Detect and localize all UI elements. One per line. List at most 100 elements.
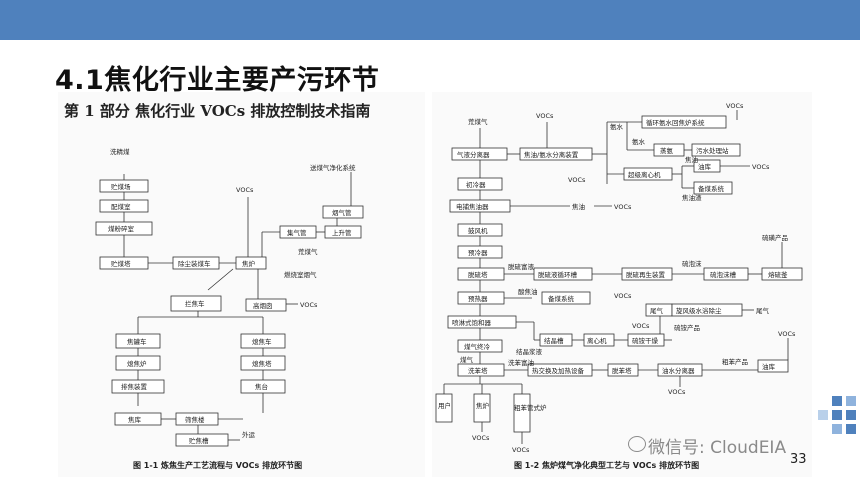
- label-coal-tower: 贮煤塔: [111, 259, 131, 268]
- box-gas-liquid-sep: [451, 147, 508, 161]
- label-circ-ammonia: 循环氨水回焦炉系统: [646, 118, 705, 127]
- box-coke-wharf: [240, 379, 286, 394]
- label-dryer: 硫铵干燥: [632, 336, 659, 345]
- label-sulfur-prod: 硫磺产品: [762, 233, 788, 242]
- box-final-cooler: [457, 339, 503, 353]
- label-desulf-circ: 脱硫液循环槽: [538, 270, 578, 279]
- figure-2-panel: 荒煤气 气液分离器 焦油/氨水分离装置 氨水 循环氨水回焦炉系统 VOCs VO…: [432, 92, 812, 477]
- slide-title: 4.1焦化行业主要产污环节: [55, 65, 380, 96]
- box-pre-ammonia: [457, 291, 505, 305]
- label-riser: 上升管: [332, 228, 352, 237]
- label-coke-oven: 焦炉: [242, 259, 256, 268]
- box-steam-ammonia: [653, 143, 685, 157]
- label-tail-gas: 尾气: [650, 306, 664, 315]
- label-debenzol: 脱苯塔: [612, 366, 632, 375]
- box-desulf-circ: [533, 267, 593, 281]
- label-blending-sys2: 备煤系统: [548, 294, 575, 303]
- label-rich-oil: 洗苯富油: [508, 358, 534, 367]
- box-debenzol: [607, 363, 639, 377]
- label-crushing: 煤粉碎室: [108, 224, 135, 233]
- top-banner: [0, 0, 860, 40]
- box-coke-car: [115, 333, 161, 349]
- box-circ-ammonia: [641, 115, 727, 129]
- label-ammonium-prod: 硫铵产品: [674, 323, 700, 332]
- deco-square: [846, 396, 856, 406]
- box-desulf-tower: [457, 267, 505, 281]
- label-voc-f: VOCs: [778, 330, 796, 338]
- label-crystal-tank: 结晶槽: [544, 336, 564, 345]
- box-saturator: [447, 315, 517, 329]
- label-dust-car: 除尘装煤车: [178, 259, 211, 268]
- box-desulf-regen: [621, 267, 673, 281]
- label-voc-a: VOCs: [536, 112, 554, 120]
- box-coal-tower: [99, 256, 149, 270]
- label-crude-benzol-pipe: 粗苯管式炉: [514, 403, 547, 412]
- label-sulfur-foam: 硫泡沫: [682, 259, 702, 268]
- box-dry-quench: [115, 355, 161, 371]
- label-primary-cooler: 初冷器: [466, 180, 486, 189]
- box-blending-sys2: [541, 291, 591, 305]
- box-oil-store: [693, 159, 721, 173]
- label-oil-store: 油库: [698, 162, 712, 171]
- label-oil-water-sep: 油水分离器: [662, 366, 695, 375]
- box-pusher: [170, 295, 222, 312]
- figure-1-caption: 图 1-1 炼焦生产工艺流程与 VOCs 排放环节图: [133, 460, 302, 470]
- box-exhaust: [111, 379, 165, 394]
- label-coke-car2: 熄焦车: [252, 337, 272, 346]
- deco-square: [846, 410, 856, 420]
- label-coal-yard: 贮煤场: [111, 182, 131, 191]
- deco-square: [832, 396, 842, 406]
- label-gas-purify: 送煤气净化系统: [310, 163, 356, 172]
- wechat-icon: [628, 436, 646, 452]
- label-centrifuge2: 离心机: [587, 336, 607, 345]
- label-final-cooler: 煤气终冷: [464, 342, 491, 351]
- box-melter: [761, 267, 803, 281]
- box-wet-tower: [240, 355, 286, 371]
- box-dust-car: [172, 256, 220, 270]
- watermark: 微信号: CloudEIA: [648, 438, 787, 458]
- figure-2-caption: 图 1-2 焦炉煤气净化典型工艺与 VOCs 排放环节图: [514, 460, 699, 470]
- label-wash-coal: 洗精煤: [110, 147, 130, 156]
- box-gas-main: [279, 225, 317, 239]
- box-user: [435, 393, 453, 423]
- label-cyclone: 旋风级水浴除尘: [676, 306, 722, 315]
- label-benzene-wash: 洗苯塔: [468, 366, 488, 375]
- label-voc-b: VOCs: [752, 163, 770, 171]
- label-voc-e: VOCs: [632, 322, 650, 330]
- box-crushing: [95, 221, 153, 236]
- label-voc-d: VOCs: [614, 203, 632, 211]
- box-flue: [322, 205, 364, 219]
- label-tar1: 焦油: [685, 155, 698, 164]
- label-coke-store: 焦库: [128, 415, 142, 424]
- box-cyclone: [671, 303, 743, 317]
- box-screening: [175, 412, 219, 426]
- label-heat-exchange: 热交换及加热设备: [532, 366, 585, 375]
- box-ep-tar: [449, 199, 511, 213]
- label-pre-ammonia: 预热器: [468, 294, 488, 303]
- box-centrifuge: [623, 167, 673, 181]
- label-voc2: VOCs: [300, 301, 318, 309]
- label-desulf-regen: 脱硫再生装置: [626, 270, 666, 279]
- coking-process-flow-diagram: 洗精煤 贮煤场 配煤室 煤粉碎室 贮煤塔 除尘装煤车 焦炉 VOCs 送煤气净化…: [95, 147, 364, 470]
- box-blower: [457, 223, 503, 237]
- deco-square: [846, 424, 856, 434]
- box-blending-sys: [693, 181, 733, 195]
- figure-1-panel: 第 1 部分 焦化行业 VOCs 排放控制技术指南: [58, 92, 425, 477]
- label-residue: 焦油渣: [682, 193, 702, 202]
- box-preheater: [457, 245, 503, 259]
- label-blower: 鼓风机: [468, 226, 488, 235]
- label-tar2: 焦油: [572, 202, 585, 211]
- label-crystal-slurry: 结晶浆液: [516, 347, 543, 356]
- label-flue: 烟气管: [332, 208, 352, 217]
- box-centrifuge2: [583, 333, 615, 347]
- label-raw-gas2: 荒煤气: [468, 117, 488, 126]
- label-desulf-tower: 脱硫塔: [468, 270, 488, 279]
- box-coke-oven: [235, 256, 267, 270]
- label-gas-liquid-sep: 气液分离器: [457, 150, 490, 159]
- label-ep-tar: 电捕焦油器: [456, 202, 489, 211]
- label-gas-main: 集气管: [287, 228, 307, 237]
- label-preheater: 预冷器: [468, 248, 488, 257]
- deco-square: [832, 424, 842, 434]
- box-waste-water: [691, 143, 741, 157]
- label-dry-quench: 熄焦炉: [127, 359, 147, 368]
